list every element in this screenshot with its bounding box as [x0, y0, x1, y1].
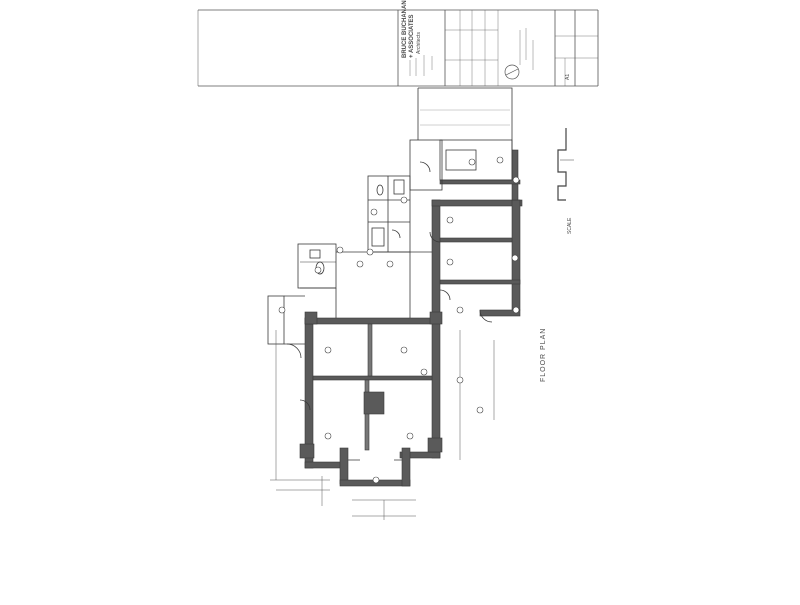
firm-role: Architects: [416, 32, 422, 54]
firm-name: BRUCE BUCHANAN: [402, 0, 408, 58]
building-plan: [267, 87, 523, 520]
plan-title: FLOOR PLAN: [540, 327, 547, 382]
scale-label: SCALE: [567, 217, 573, 234]
scale-bar: [557, 128, 574, 201]
sheet-ref: A1: [565, 73, 571, 80]
firm-name-2: + ASSOCIATES: [409, 14, 415, 58]
title-block: [197, 9, 599, 87]
